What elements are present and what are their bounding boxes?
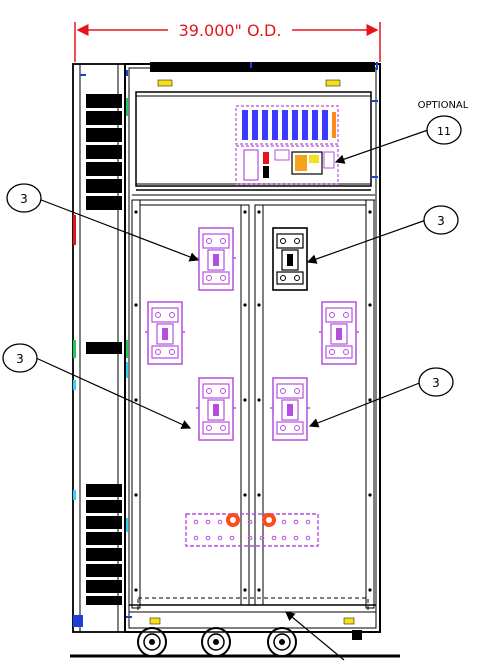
breaker-purple-mid-left [144,301,186,365]
breaker-purple-lower-right [269,377,311,441]
lower-vent-louvers [86,484,122,605]
callout-number: 11 [437,125,451,138]
callout-number: 3 [432,376,440,390]
dimension-line: 39.000" O.D. [74,21,381,62]
bottom-leader-line [285,611,345,661]
terminal-lug-icon [226,513,276,527]
callout-number: 3 [437,214,445,228]
callout-number: 3 [16,352,24,366]
callout-3-lower-right: 3 [308,367,454,428]
breaker-purple-upper-left [195,227,237,291]
circuit-breaker-icon [272,227,308,291]
top-vent-strip [150,62,375,72]
breaker-purple-lower-left [195,377,237,441]
left-door-panel [139,204,242,606]
optional-label: OPTIONAL [418,100,469,111]
dimension-label: 39.000" O.D. [179,21,282,40]
callout-11-optional: OPTIONAL 11 [334,100,469,164]
side-handle [86,342,122,354]
upper-vent-louvers [86,94,122,210]
callout-3-upper-right: 3 [306,205,459,264]
terminal-block [185,513,319,547]
right-door-panel [262,204,367,606]
breaker-purple-mid-right [318,301,360,365]
top-compartment [135,91,372,187]
base-channel [137,597,369,613]
callout-3-upper-left: 3 [6,183,200,262]
optional-control-board [235,105,339,185]
callout-number: 3 [20,192,28,206]
side-panel [72,63,128,633]
callout-3-lower-left: 3 [2,343,192,429]
caster-wheels [70,627,400,658]
